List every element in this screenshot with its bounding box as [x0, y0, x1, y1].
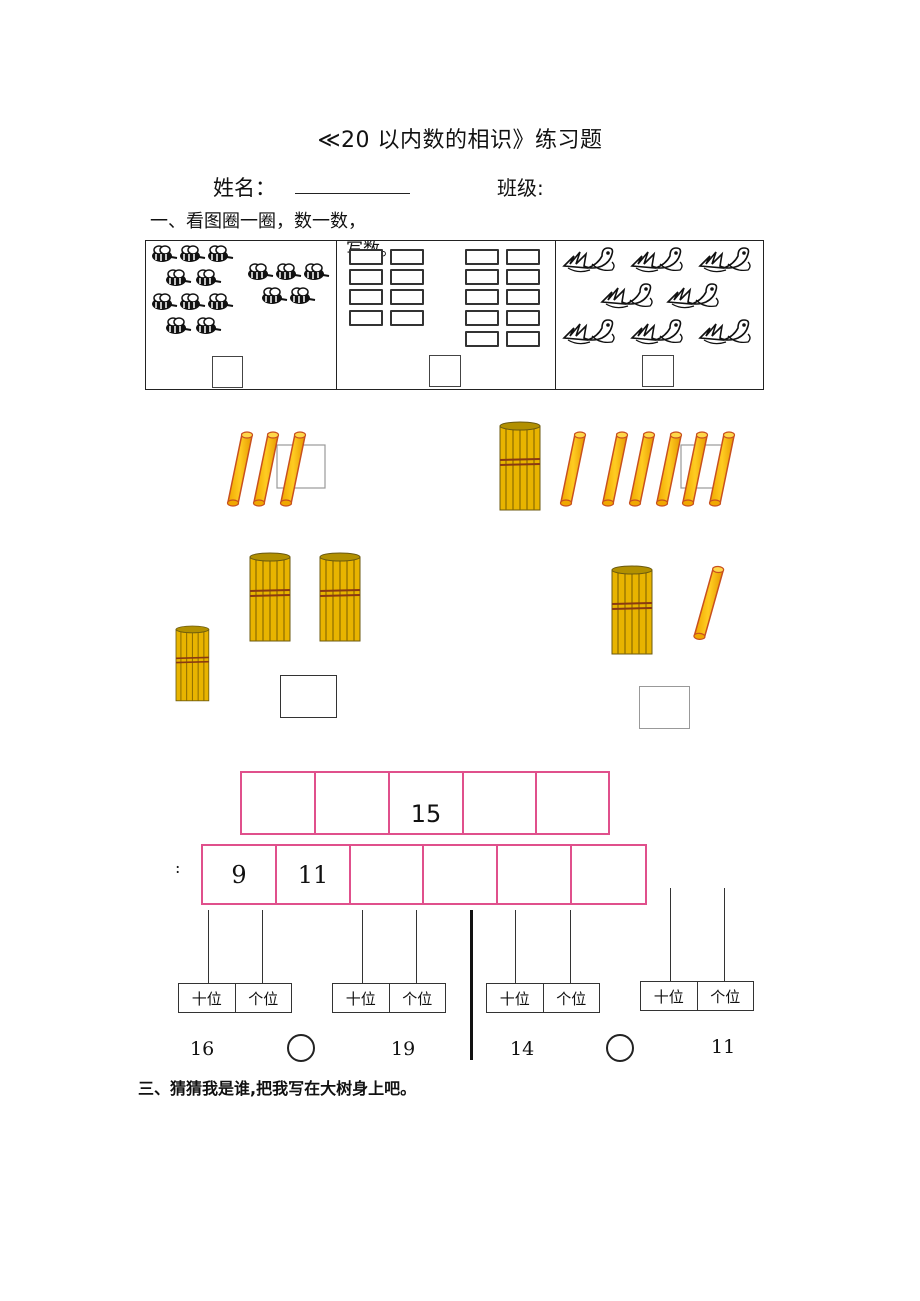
answer-box-bees[interactable]	[212, 356, 243, 388]
card-icon	[465, 249, 499, 265]
panel-divider	[336, 240, 337, 390]
sequence-cell[interactable]	[351, 846, 424, 903]
place-value-box-1: 十位 个位	[178, 983, 292, 1013]
picture-panels	[145, 240, 764, 390]
section3-instruction: 三、猜猜我是谁,把我写在大树身上吧。	[138, 1079, 417, 1098]
class-label: 班级:	[497, 176, 544, 200]
place-value-box-3: 十位 个位	[486, 983, 600, 1013]
tens-label: 十位	[191, 989, 222, 1008]
place-value-box-2: 十位 个位	[332, 983, 446, 1013]
tens-rod	[670, 888, 671, 982]
sequence-cell: 15	[390, 773, 464, 833]
answer-box-birds[interactable]	[642, 355, 674, 387]
sequence-cell[interactable]	[242, 773, 316, 833]
compare-left-number: 16	[190, 1038, 215, 1060]
ones-label: 个位	[696, 982, 754, 1010]
compare-circle[interactable]	[287, 1034, 315, 1062]
card-icon	[465, 269, 499, 285]
answer-box-sticks-4[interactable]	[639, 686, 690, 729]
number-sequence-row-2: 9 11	[201, 844, 647, 905]
card-icon	[349, 269, 383, 285]
compare-left-number: 14	[510, 1038, 535, 1060]
sequence-cell[interactable]	[424, 846, 498, 903]
tens-label: 十位	[345, 989, 376, 1008]
sequence-cell[interactable]	[498, 846, 572, 903]
compare-right-number: 19	[391, 1038, 416, 1060]
card-icon	[506, 249, 540, 265]
card-icon	[390, 289, 424, 305]
answer-box-cards[interactable]	[429, 355, 461, 387]
sequence-cell[interactable]	[572, 846, 645, 903]
ones-rod	[570, 910, 571, 984]
card-icon	[506, 310, 540, 326]
place-value-box-4: 十位 个位	[640, 981, 754, 1011]
counting-sticks-illustration	[175, 421, 736, 702]
card-icon	[349, 289, 383, 305]
ones-label: 个位	[234, 984, 292, 1012]
colon-mark: :	[175, 858, 181, 877]
sequence-cell: 9	[203, 846, 277, 903]
card-icon	[506, 331, 540, 347]
sequence-cell: 11	[277, 846, 351, 903]
page-title: ≪20 以内数的相识》练习题	[317, 128, 603, 153]
compare-right-number: 11	[711, 1036, 736, 1058]
sequence-cell[interactable]	[464, 773, 537, 833]
tens-label: 十位	[499, 989, 530, 1008]
ones-label: 个位	[388, 984, 446, 1012]
card-icon	[349, 310, 383, 326]
card-icon	[390, 310, 424, 326]
card-icon	[390, 249, 424, 265]
card-icon	[390, 269, 424, 285]
sequence-cell[interactable]	[316, 773, 390, 833]
vertical-divider	[470, 910, 473, 1060]
card-icon	[465, 289, 499, 305]
tens-label: 十位	[653, 987, 684, 1006]
card-icon	[506, 269, 540, 285]
number-sequence-row-1: 15	[240, 771, 610, 835]
card-icon	[465, 331, 499, 347]
card-icon	[465, 310, 499, 326]
name-label: 姓名：	[213, 176, 276, 200]
tens-rod	[515, 910, 516, 984]
ones-rod	[724, 888, 725, 982]
ones-rod	[416, 910, 417, 984]
tens-rod	[208, 910, 209, 984]
panel-divider	[555, 240, 556, 390]
compare-circle[interactable]	[606, 1034, 634, 1062]
ones-label: 个位	[542, 984, 600, 1012]
section1-instruction: 一、看图圈一圈，数一数，	[150, 211, 366, 232]
card-icon	[349, 249, 383, 265]
ones-rod	[262, 910, 263, 984]
sequence-cell[interactable]	[537, 773, 608, 833]
tens-rod	[362, 910, 363, 984]
answer-box-sticks-3[interactable]	[280, 675, 337, 718]
card-icon	[506, 289, 540, 305]
name-input-line[interactable]	[295, 193, 410, 194]
